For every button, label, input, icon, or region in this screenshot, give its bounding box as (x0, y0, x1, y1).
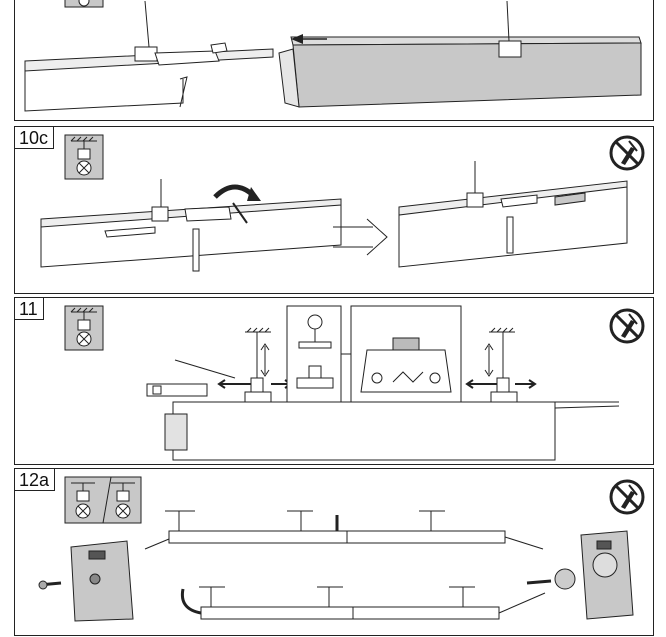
fixture-pair-bottom (180, 586, 546, 620)
step-panel-11: 11 (14, 297, 654, 465)
rotate-arrow-icon (213, 184, 261, 224)
step-11-illustration (64, 305, 645, 461)
step-label-10c: 10c (15, 127, 55, 149)
step-panel-10c: 10c (14, 126, 654, 294)
step-label-12a: 12a (15, 469, 56, 491)
fixture-right (278, 0, 642, 108)
end-cover-left (38, 540, 134, 622)
suspended-lamp-icon (64, 134, 104, 180)
direction-arrow-icon (291, 34, 327, 44)
fixture-pair-top (144, 510, 544, 550)
detail-clip-box (286, 305, 342, 403)
fixture-before (40, 179, 342, 272)
suspended-lamp-icon (64, 476, 142, 524)
spirit-level (146, 359, 236, 397)
fixture-after (398, 161, 628, 268)
suspended-lamp-icon (64, 0, 104, 8)
step-12a-illustration (38, 476, 645, 622)
step-10b-illustration (24, 0, 642, 112)
no-tool-required-icon (609, 479, 645, 515)
step-label-11: 11 (15, 298, 44, 320)
end-cover-right (526, 530, 634, 620)
hanger-right (465, 327, 537, 403)
step-panel-10b (14, 0, 654, 121)
no-tool-required-icon (609, 308, 645, 344)
step-10c-illustration (40, 134, 645, 272)
next-step-arrow-icon (333, 218, 388, 256)
fixture-body (164, 401, 620, 461)
no-tool-required-icon (609, 135, 645, 171)
detail-profile-box (350, 305, 462, 403)
hanger-left (217, 327, 293, 403)
fixture-left (24, 0, 274, 112)
step-panel-12a: 12a (14, 468, 654, 636)
suspended-lamp-icon (64, 305, 104, 351)
